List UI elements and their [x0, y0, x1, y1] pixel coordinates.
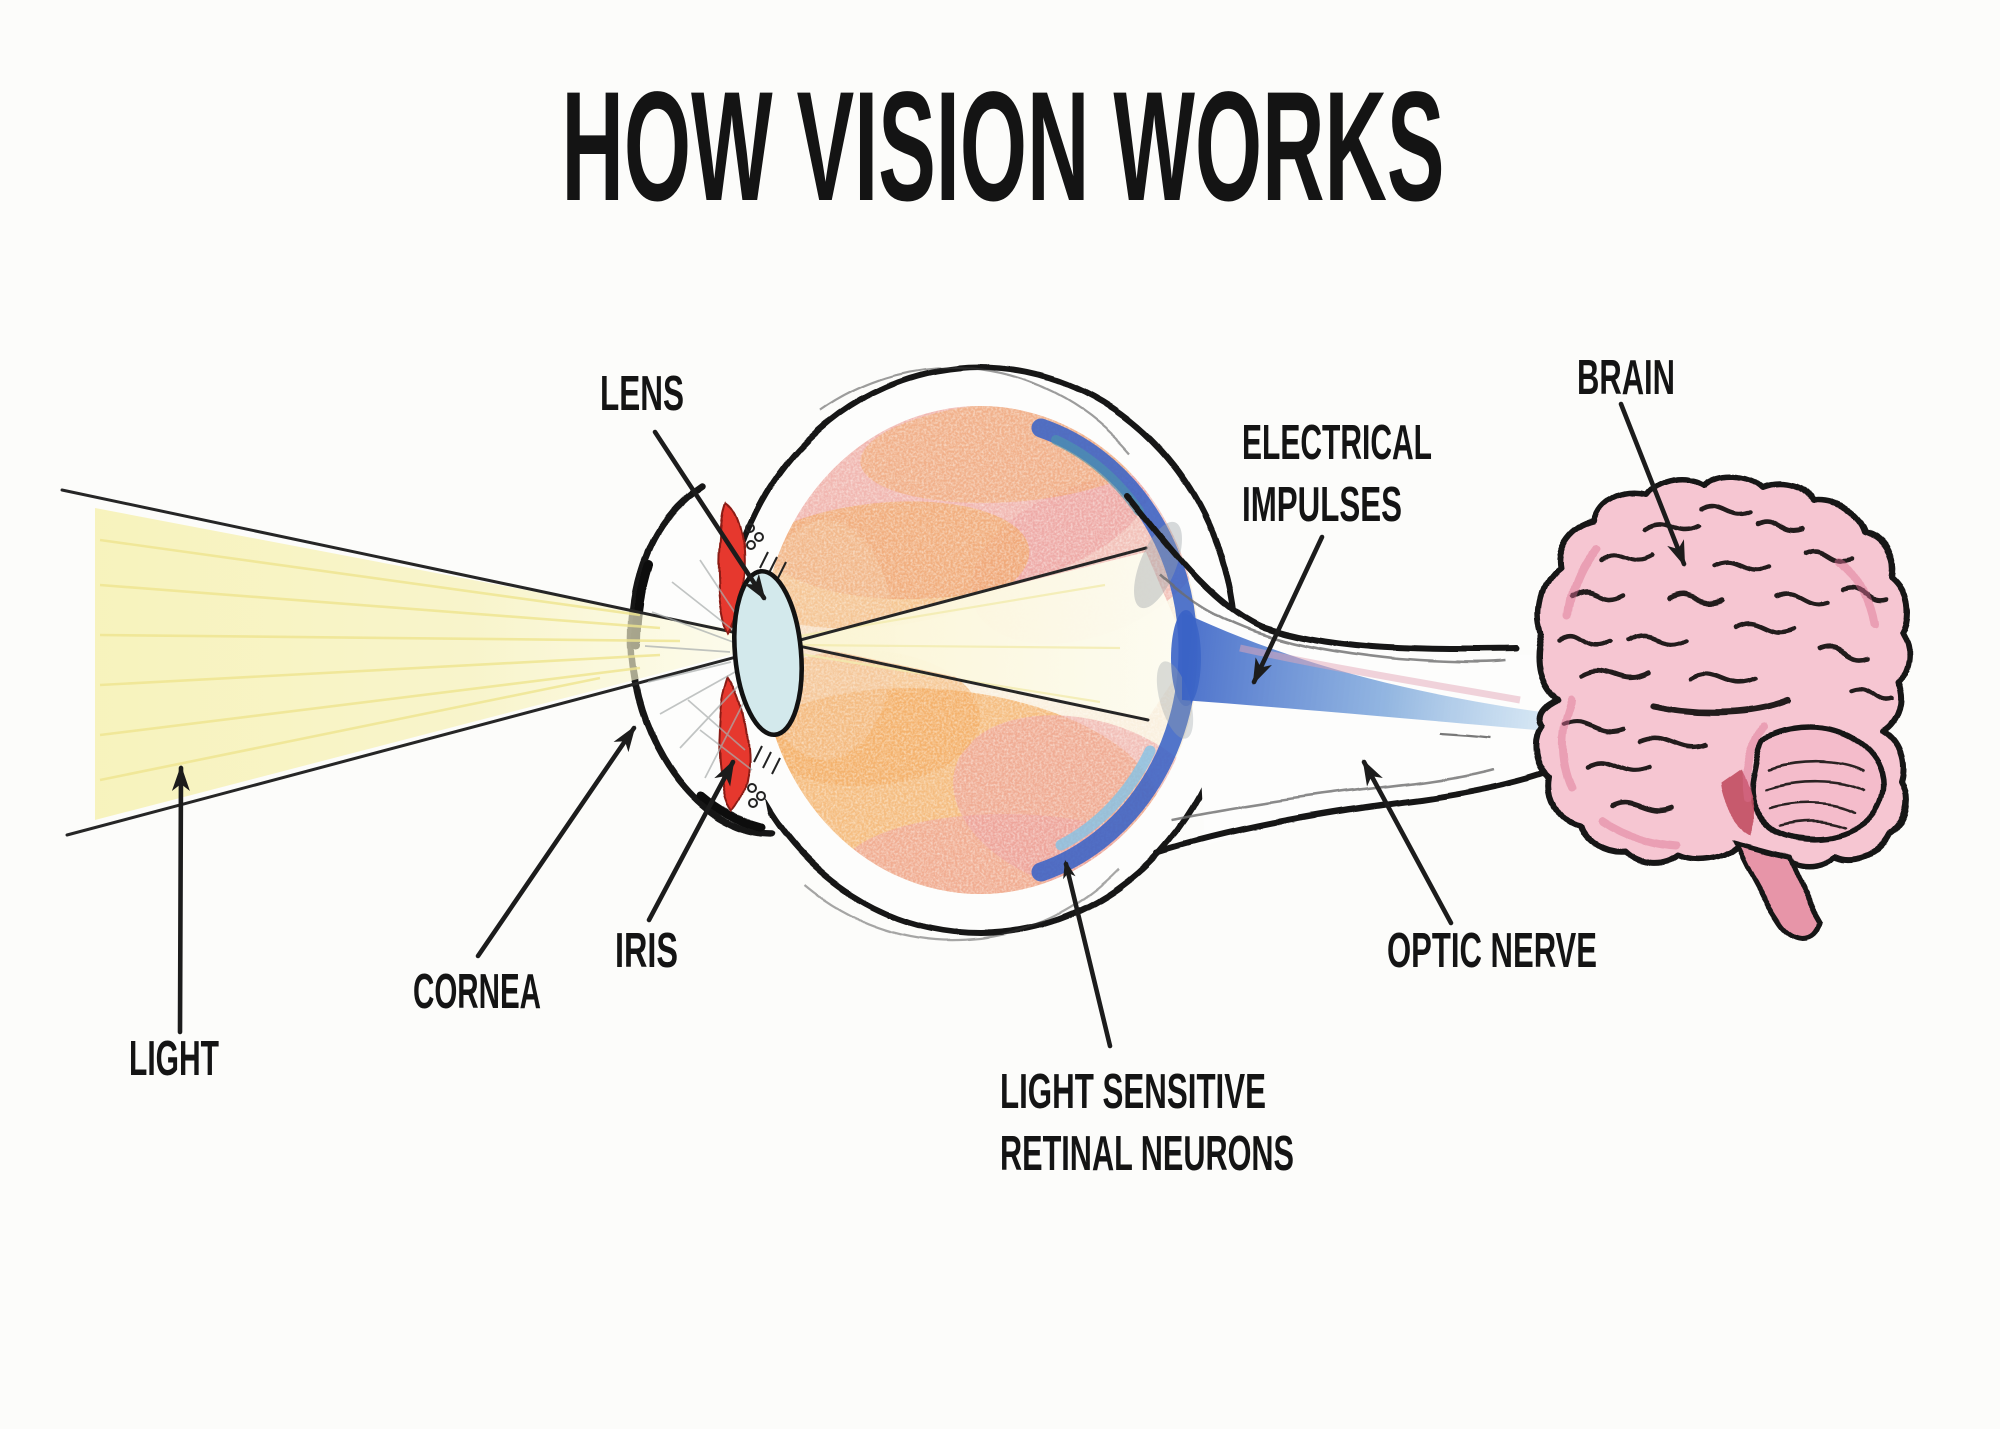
label-cornea: CORNEA	[413, 965, 541, 1019]
optic-nerve-body	[1120, 480, 1558, 845]
lens-shape	[732, 568, 804, 738]
brain	[1533, 471, 1912, 941]
brain-cerebellum-striations	[1762, 759, 1866, 830]
pointer-arrows	[171, 401, 1687, 1049]
cornea-arrow	[475, 725, 637, 959]
label-retinal-neurons-line2: RETINAL NEURONS	[1000, 1127, 1294, 1181]
light-arrow	[171, 765, 190, 1035]
label-optic-nerve: OPTIC NERVE	[1387, 924, 1597, 978]
label-electrical-impulses-line1: ELECTRICAL	[1242, 416, 1432, 470]
label-light: LIGHT	[129, 1032, 219, 1086]
sclera-sketch-line-top	[819, 366, 1131, 453]
iris-squiggle-marks	[745, 523, 787, 808]
brain-shading	[1559, 544, 1878, 850]
light-beam	[95, 508, 788, 820]
light-beam-streaks	[99, 538, 681, 782]
nerve-bottom-inner-line	[1171, 767, 1495, 822]
brain-arrow	[1618, 401, 1687, 567]
label-iris: IRIS	[615, 924, 678, 978]
brain-stem	[1731, 838, 1823, 941]
nerve-top-outline	[1125, 492, 1519, 654]
nerve-top-inner-line	[1159, 574, 1506, 665]
cornea-hatching	[644, 559, 753, 779]
nerve-bottom-outline	[1155, 764, 1563, 855]
light-rays	[60, 488, 1150, 837]
brain-gyri	[1557, 504, 1895, 813]
nerve-pink-fiber	[1239, 644, 1521, 704]
optic-nerve-arrow	[1361, 759, 1454, 926]
sclera-shading-bottom	[1156, 661, 1194, 739]
iris-arrow	[646, 759, 736, 923]
label-lens: LENS	[600, 367, 684, 421]
label-retinal-neurons-line1: LIGHT SENSITIVE	[1000, 1065, 1266, 1119]
optic-nerve-tube	[1125, 492, 1563, 855]
nerve-short-line	[1439, 731, 1491, 739]
retinal-neurons-pointer	[1063, 859, 1113, 1049]
light-ray-lower	[65, 546, 1148, 837]
page-title: HOW VISION WORKS	[562, 60, 1445, 234]
sclera-sketch-line-bottom	[804, 867, 1121, 942]
brain-cerebellum	[1748, 725, 1887, 843]
light-ray-upper	[60, 488, 1150, 722]
label-brain: BRAIN	[1577, 351, 1675, 405]
light-beam-fill	[95, 508, 788, 820]
electrical-impulse-streak	[1182, 612, 1548, 731]
lens-arrow	[652, 429, 767, 601]
retina-lightblue-bottom	[1055, 745, 1156, 851]
cornea-ink-accent-bottom	[696, 791, 766, 832]
electrical-impulses-arrow	[1251, 534, 1325, 685]
label-electrical-impulses-line2: IMPULSES	[1242, 478, 1402, 532]
